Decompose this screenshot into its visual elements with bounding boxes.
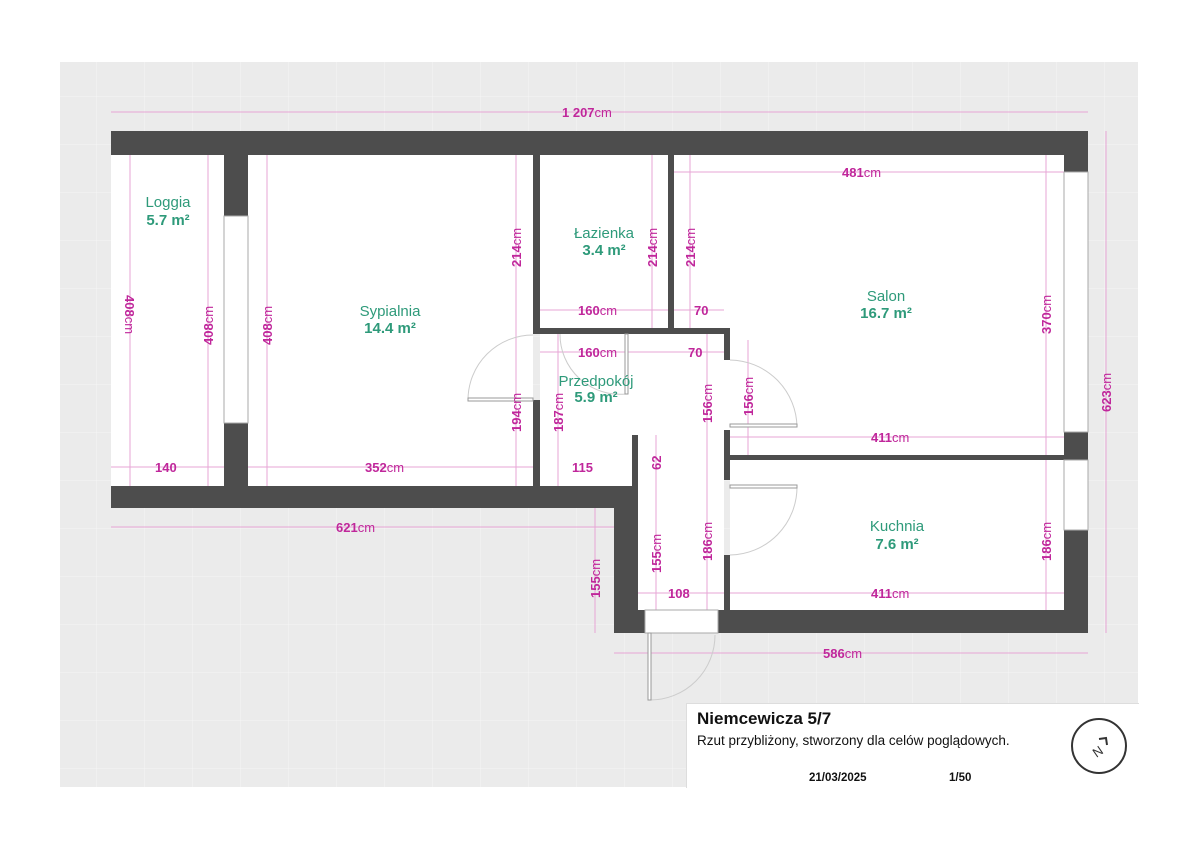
room-name-kuchnia: Kuchnia bbox=[870, 518, 925, 535]
room-name-loggia: Loggia bbox=[145, 194, 191, 211]
room-area-salon: 16.7 m² bbox=[860, 305, 912, 322]
dim-kuchnia-height: 186cm bbox=[1039, 522, 1054, 561]
north-arrow-icon: N bbox=[1071, 718, 1127, 774]
dim-salon-door-height: 156cm bbox=[741, 377, 756, 416]
dim-hall-left-height: 187cm bbox=[551, 393, 566, 432]
dim-salon-top-width: 481cm bbox=[842, 165, 881, 180]
room-name-sypialnia: Sypialnia bbox=[360, 303, 422, 320]
dim-hall-155: 155cm bbox=[649, 534, 664, 573]
room-name-przedpokoj: Przedpokój bbox=[558, 373, 633, 390]
dim-total-height: 623cm bbox=[1099, 373, 1114, 412]
dim-entrance-depth: 155cm bbox=[588, 559, 603, 598]
room-area-loggia: 5.7 m² bbox=[146, 212, 189, 229]
dim-loggia-height-inner: 408cm bbox=[201, 306, 216, 345]
room-area-lazienka: 3.4 m² bbox=[582, 242, 625, 259]
dim-total-width: 1 207cm bbox=[562, 105, 612, 120]
svg-text:N: N bbox=[1090, 743, 1106, 761]
title-block: Niemcewicza 5/7 Rzut przybliżony, stworz… bbox=[686, 703, 1139, 788]
dim-sypialnia-height: 408cm bbox=[260, 306, 275, 345]
dim-bottom-left-width: 621cm bbox=[336, 520, 375, 535]
dim-gap-70-top: 70 bbox=[694, 303, 708, 318]
dim-lazienka-width: 160cm bbox=[578, 303, 617, 318]
dim-hall-115: 115 bbox=[572, 460, 593, 475]
plan-scale: 1/50 bbox=[949, 772, 972, 784]
dim-hall-70: 70 bbox=[688, 345, 702, 360]
dim-loggia-height-outer: 408cm bbox=[122, 295, 137, 334]
address-title: Niemcewicza 5/7 bbox=[697, 709, 832, 728]
dim-salon-left-height: 214cm bbox=[683, 228, 698, 267]
dim-sypialnia-right-lower: 194cm bbox=[509, 393, 524, 432]
dim-hall-186: 186cm bbox=[700, 522, 715, 561]
dim-hall-right-upper: 156cm bbox=[700, 384, 715, 423]
walls bbox=[111, 131, 1088, 633]
doors bbox=[467, 333, 798, 701]
dimension-lines bbox=[111, 111, 1107, 654]
room-area-przedpokoj: 5.9 m² bbox=[574, 389, 617, 406]
room-area-sypialnia: 14.4 m² bbox=[364, 320, 416, 337]
room-floors bbox=[111, 155, 1064, 610]
windows bbox=[223, 171, 1089, 634]
room-area-kuchnia: 7.6 m² bbox=[875, 536, 918, 553]
disclaimer-note: Rzut przybliżony, stworzony dla celów po… bbox=[697, 733, 1010, 748]
dim-sypialnia-right-upper: 214cm bbox=[509, 228, 524, 267]
dim-salon-height: 370cm bbox=[1039, 295, 1054, 334]
dim-sypialnia-width: 352cm bbox=[365, 460, 404, 475]
dim-kuchnia-width: 411cm bbox=[871, 586, 909, 601]
dim-lazienka-height: 214cm bbox=[645, 228, 660, 267]
dim-loggia-width: 140 bbox=[155, 460, 177, 475]
room-name-lazienka: Łazienka bbox=[574, 225, 635, 242]
dim-hall-62: 62 bbox=[649, 456, 664, 470]
dim-hall-108: 108 bbox=[668, 586, 690, 601]
plan-date: 21/03/2025 bbox=[809, 772, 867, 784]
dim-hall-width-top: 160cm bbox=[578, 345, 617, 360]
dim-salon-bottom-width: 411cm bbox=[871, 430, 909, 445]
dim-bottom-right-width: 586cm bbox=[823, 646, 862, 661]
room-name-salon: Salon bbox=[867, 288, 905, 305]
